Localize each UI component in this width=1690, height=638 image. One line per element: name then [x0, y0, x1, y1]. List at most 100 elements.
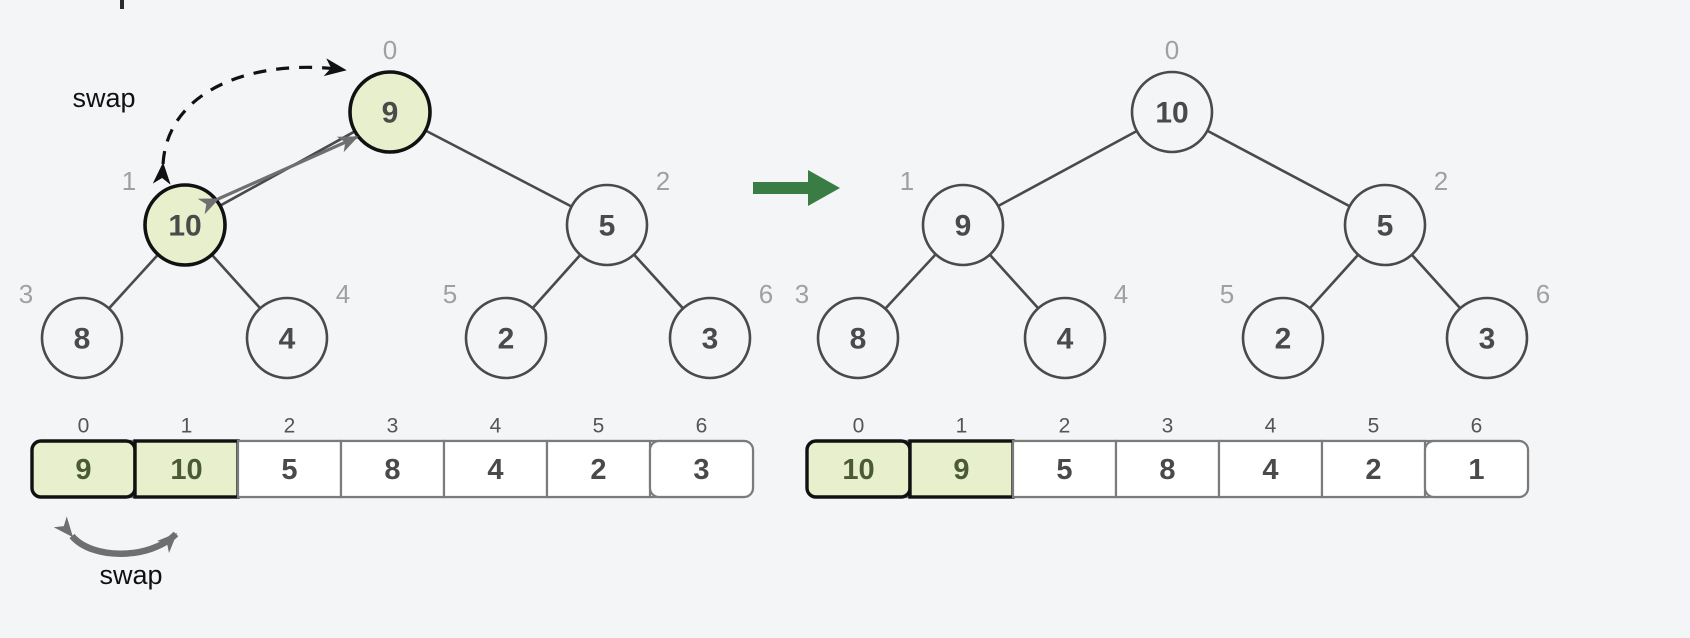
node-circle[interactable]	[816, 296, 900, 380]
array-cell[interactable]: 25	[1320, 415, 1427, 499]
tree-node-4[interactable]: 44	[1023, 279, 1128, 380]
node-index-label: 5	[1220, 279, 1234, 309]
tree-node-3[interactable]: 83	[795, 279, 900, 380]
node-value: 8	[850, 323, 867, 356]
array-cell-value: 5	[281, 454, 297, 486]
node-value: 4	[1057, 323, 1074, 356]
array-cell-box[interactable]	[133, 439, 240, 499]
transition-arrow-green	[753, 170, 840, 206]
green-arrow-shaft	[753, 182, 813, 194]
node-circle[interactable]	[1241, 296, 1325, 380]
node-value: 10	[168, 210, 201, 243]
tree-edge	[997, 129, 1138, 208]
array-cell-value: 2	[1365, 454, 1381, 486]
node-index-label: 3	[795, 279, 809, 309]
array-cell-box[interactable]	[1423, 439, 1530, 499]
node-value: 8	[74, 323, 91, 356]
array-cell-index: 2	[1059, 415, 1071, 438]
array-cell-box[interactable]	[339, 439, 446, 499]
node-circle[interactable]	[348, 70, 432, 154]
array-cell-box[interactable]	[648, 439, 755, 499]
swap-label-tree: swap	[72, 83, 135, 113]
array-cell-box[interactable]	[236, 439, 343, 499]
array-cell-box[interactable]	[1217, 439, 1324, 499]
array-cell-index: 5	[1368, 415, 1380, 438]
array-cell-index: 6	[1471, 415, 1483, 438]
node-circle[interactable]	[1445, 296, 1529, 380]
tree-node-6[interactable]: 36	[1445, 279, 1550, 380]
swap-double-arrow-tree	[197, 135, 359, 215]
node-index-label: 5	[443, 279, 457, 309]
tree-node-5[interactable]: 25	[1220, 279, 1325, 380]
array-cell[interactable]: 90	[30, 415, 137, 499]
node-value: 5	[1377, 210, 1394, 243]
array-cell[interactable]: 52	[236, 415, 343, 499]
tree-node-3[interactable]: 83	[19, 279, 124, 380]
array-cell-value: 10	[842, 454, 874, 486]
node-circle[interactable]	[1023, 296, 1107, 380]
node-value: 4	[279, 323, 296, 356]
array-cell[interactable]: 91	[908, 415, 1015, 499]
array-cell-box[interactable]	[1011, 439, 1118, 499]
node-circle[interactable]	[40, 296, 124, 380]
node-value: 3	[702, 323, 719, 356]
array-cell-index: 1	[181, 415, 193, 438]
node-circle[interactable]	[565, 183, 649, 267]
node-value: 5	[599, 210, 616, 243]
array-cell-box[interactable]	[442, 439, 549, 499]
node-index-label: 0	[383, 35, 397, 65]
array-cell[interactable]: 44	[1217, 415, 1324, 499]
array-cell[interactable]: 100	[805, 415, 912, 499]
tree-node-0[interactable]: 100	[1130, 35, 1214, 154]
tree-node-5[interactable]: 25	[443, 279, 548, 380]
tree-node-6[interactable]: 36	[668, 279, 773, 380]
node-circle[interactable]	[1343, 183, 1427, 267]
array-cell[interactable]: 10 1	[133, 415, 240, 499]
array-cell[interactable]: 52	[1011, 415, 1118, 499]
tree-edge	[988, 253, 1040, 310]
node-circle[interactable]	[245, 296, 329, 380]
tree-edge	[884, 253, 937, 310]
tree-node-1[interactable]: 101	[122, 166, 227, 267]
tree-node-0[interactable]: 90	[348, 35, 432, 154]
array-cell-value: 2	[590, 454, 606, 486]
tree-node-4[interactable]: 44	[245, 279, 350, 380]
node-circle[interactable]	[1130, 70, 1214, 154]
node-value: 2	[498, 323, 515, 356]
tree-node-1[interactable]: 91	[900, 166, 1005, 267]
tree-edge	[210, 253, 262, 310]
array-cell[interactable]: 16	[1423, 415, 1530, 499]
node-circle[interactable]	[464, 296, 548, 380]
tree-edge	[1206, 129, 1351, 208]
array-cell[interactable]: 83	[1114, 415, 1221, 499]
array-cell-value: 1	[1468, 454, 1484, 486]
node-index-label: 2	[1434, 166, 1448, 196]
node-index-label: 6	[759, 279, 773, 309]
tree-node-2[interactable]: 52	[565, 166, 670, 267]
node-index-label: 0	[1165, 35, 1179, 65]
swap-dashed-arc	[152, 58, 347, 185]
array-cell[interactable]: 36	[648, 415, 755, 499]
tree-edges	[884, 129, 1462, 310]
array-cell-index: 6	[696, 415, 708, 438]
array-cell-value: 10	[170, 454, 202, 486]
array-cell[interactable]: 44	[442, 415, 549, 499]
green-arrow-head	[808, 170, 840, 206]
array-cell-value: 4	[1262, 454, 1278, 486]
array-cell[interactable]: 83	[339, 415, 446, 499]
tree-edge	[1410, 253, 1462, 310]
array-cell-value: 4	[487, 454, 503, 486]
tree-edge	[632, 253, 685, 310]
tree-node-2[interactable]: 52	[1343, 166, 1448, 267]
crop-mark	[120, 0, 124, 9]
node-value: 9	[382, 97, 399, 130]
array-cell-index: 5	[593, 415, 605, 438]
node-circle[interactable]	[668, 296, 752, 380]
node-circle[interactable]	[921, 183, 1005, 267]
array-cell-box[interactable]	[545, 439, 652, 499]
array-cell[interactable]: 25	[545, 415, 652, 499]
